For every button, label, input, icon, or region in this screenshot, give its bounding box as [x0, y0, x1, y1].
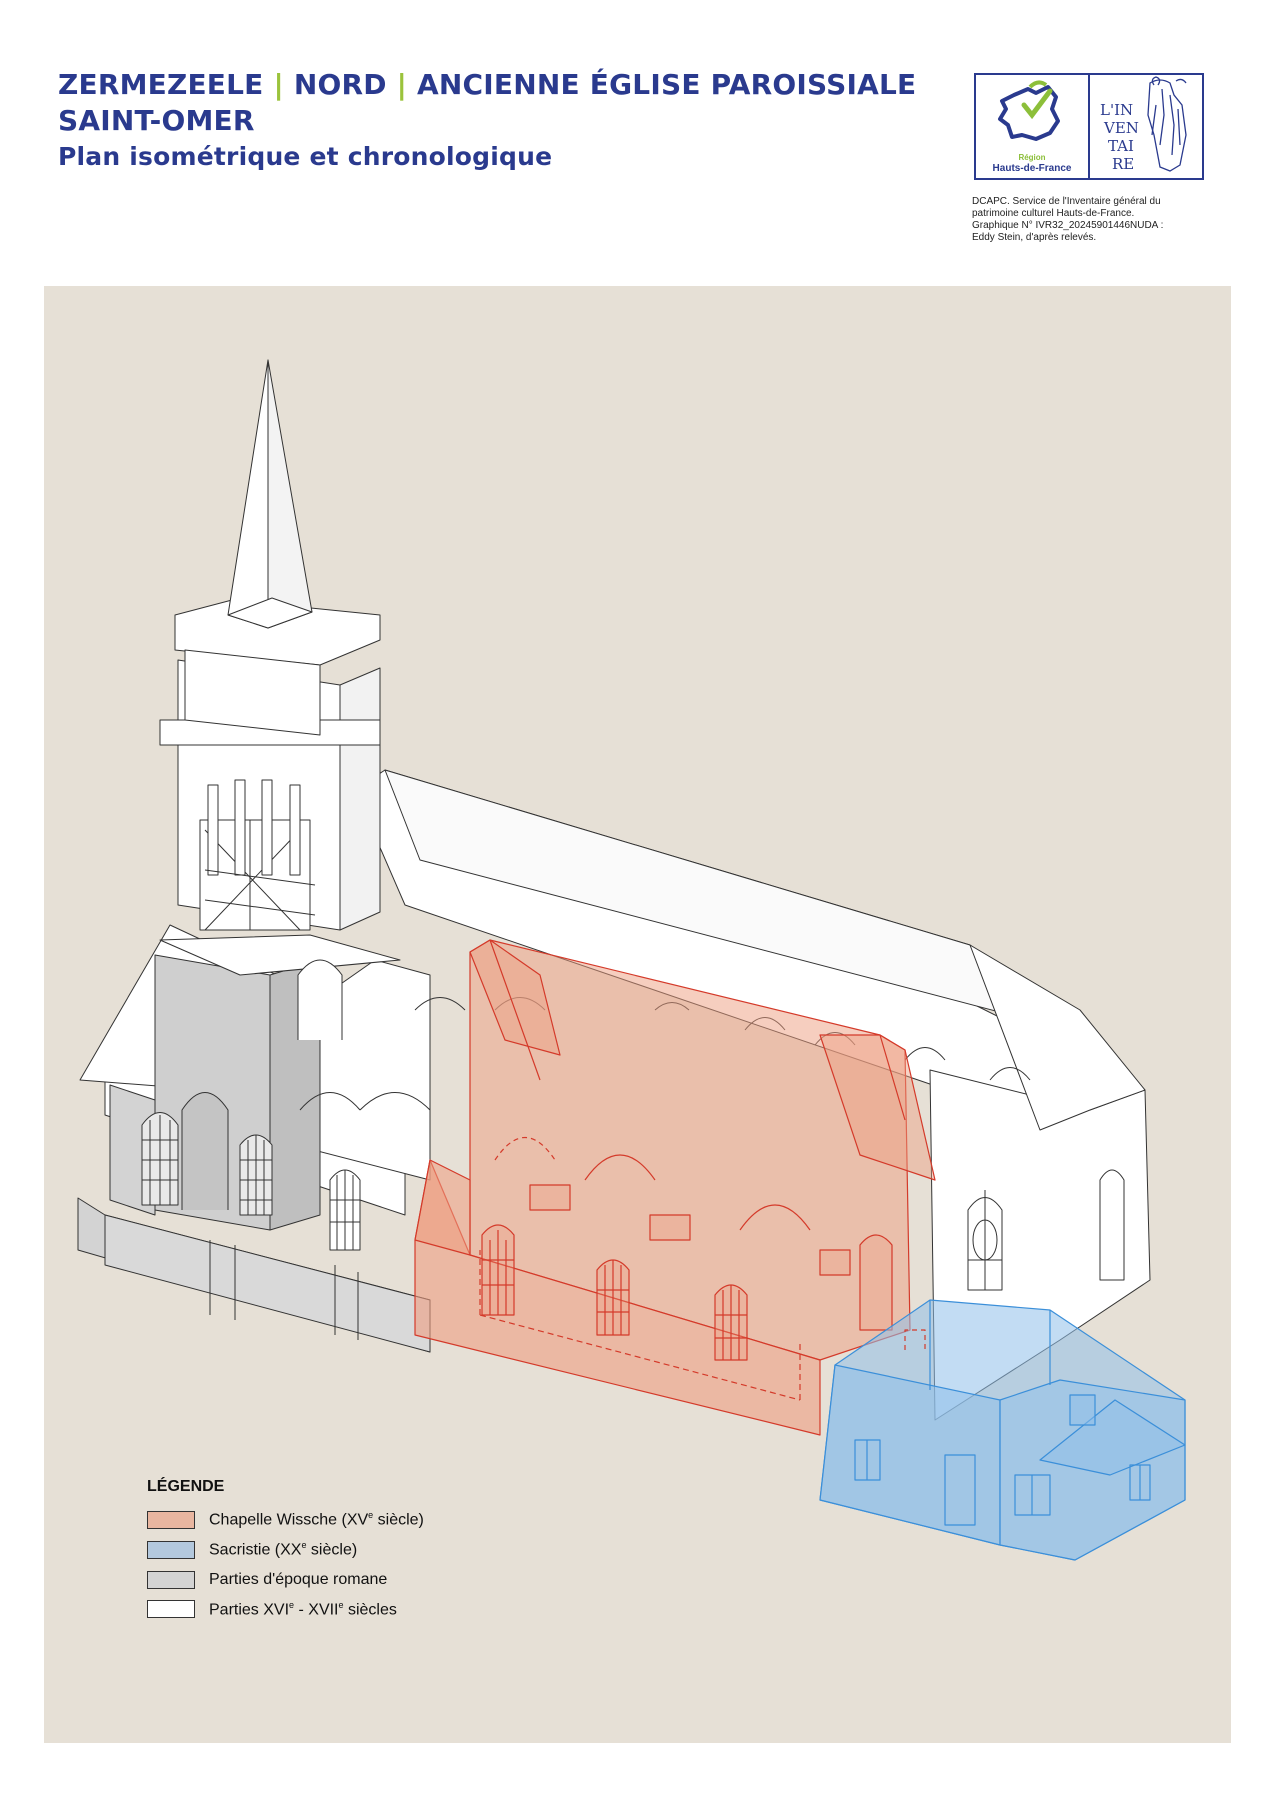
spire-base [227, 597, 313, 629]
legend-swatch-sacristie [147, 1540, 195, 1559]
legend-item-romane: Parties d'époque romane [147, 1570, 424, 1589]
svg-text:L'IN: L'IN [1100, 101, 1133, 119]
legend-swatch-romane [147, 1570, 195, 1589]
apse-side-window [1099, 1169, 1125, 1281]
inventaire-figures-icon: L'IN VEN TAI RE [1100, 76, 1187, 173]
svg-text:VEN: VEN [1103, 119, 1139, 137]
tower-shaft-side [339, 667, 381, 931]
sacristy-door [944, 1454, 976, 1526]
title-building: ANCIENNE ÉGLISE PAROISSIALE [417, 68, 917, 101]
chapelle-wissche [414, 939, 936, 1436]
title-commune: ZERMEZEELE [58, 68, 264, 101]
svg-text:RE: RE [1112, 155, 1134, 173]
svg-text:TAI: TAI [1108, 137, 1134, 155]
chapel-arch [494, 1136, 556, 1161]
france-map-icon [998, 80, 1060, 141]
spire-right [267, 359, 313, 629]
belfry-frame [199, 779, 316, 931]
sacristy-chimney [1069, 1394, 1096, 1426]
romanesque-arch [181, 1092, 229, 1210]
legend-item-xvi-xvii: Parties XVIe - XVIIe siècles [147, 1600, 424, 1619]
legend-title: LÉGENDE [147, 1478, 225, 1495]
title-separator: | [396, 68, 408, 101]
apse-roof [969, 944, 1146, 1131]
belfry-arch [297, 959, 343, 1040]
page-title-line2: SAINT-OMER [58, 104, 255, 137]
inventaire-logo: L'IN VEN TAI RE [1090, 75, 1202, 178]
chapel-arch [739, 1204, 811, 1231]
page-title-line1: ZERMEZEELE | NORD | ANCIENNE ÉGLISE PARO… [58, 68, 916, 101]
belfry-floor [159, 934, 401, 976]
chapel-arch [584, 1154, 656, 1181]
chapel-window [859, 1234, 893, 1331]
spire-left [227, 359, 269, 629]
region-name: Région Hauts-de-France [992, 153, 1072, 174]
romanesque-plinth [104, 1214, 431, 1353]
legend-swatch-xvi-xvii [147, 1600, 195, 1619]
legend: LÉGENDE Chapelle Wissche (XVe siècle) Sa… [147, 1478, 424, 1630]
sacristie [819, 1299, 1186, 1561]
legend-item-chapelle: Chapelle Wissche (XVe siècle) [147, 1510, 424, 1529]
title-separator: | [273, 68, 284, 101]
credit-text: DCAPC. Service de l'Inventaire général d… [972, 196, 1164, 243]
title-department: NORD [293, 68, 387, 101]
tower-upper [184, 649, 321, 736]
page-subtitle: Plan isométrique et chronologique [58, 142, 553, 171]
legend-swatch-chapelle [147, 1510, 195, 1529]
region-logo: Région Hauts-de-France [976, 75, 1090, 178]
legend-item-sacristie: Sacristie (XXe siècle) [147, 1540, 424, 1559]
logo-block: Région Hauts-de-France L'IN VEN TAI RE [974, 73, 1204, 180]
nave-arcade [299, 1092, 431, 1111]
